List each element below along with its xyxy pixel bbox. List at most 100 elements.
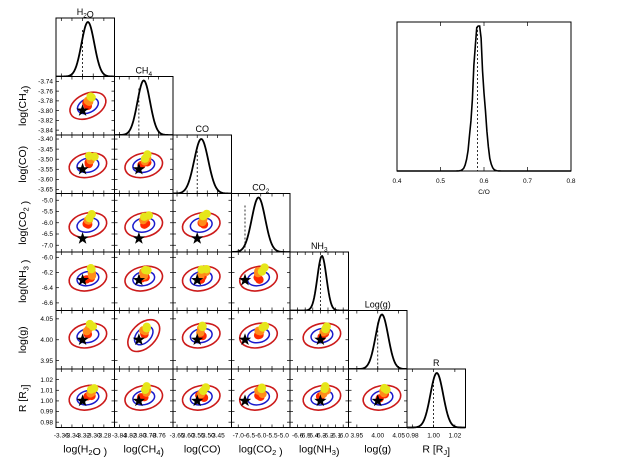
- x-axis-label: log(g): [364, 444, 391, 456]
- x-tick-label: -3.32: [75, 433, 90, 440]
- truth-star: [132, 162, 146, 175]
- y-axis-label: R [RJ]: [17, 384, 32, 412]
- panel-nh3-logg: [289, 310, 349, 370]
- sample-point: [90, 152, 99, 161]
- panel-r-r: R: [406, 358, 466, 429]
- y-axis-label: log(CH4): [17, 86, 32, 126]
- panel-title: NH3: [311, 241, 328, 254]
- posterior-curve: [172, 138, 232, 195]
- x-tick-label: -5.0: [278, 433, 290, 440]
- sample-point: [202, 264, 211, 274]
- panel-nh3-nh3: NH3: [289, 241, 349, 312]
- y-tick-label: -3.50: [38, 156, 53, 163]
- panel-co-r: [172, 368, 232, 428]
- contour-2sigma: [124, 152, 164, 179]
- contour-2sigma: [238, 322, 279, 349]
- truth-star: [76, 232, 89, 244]
- truth-star: [314, 333, 327, 346]
- sample-point: [141, 265, 150, 275]
- panel-ch4-r: [114, 368, 174, 428]
- contour-2sigma: [68, 265, 108, 292]
- truth-star: [238, 394, 252, 407]
- panel-co-logg: [172, 310, 232, 370]
- x-tick-label: 3.95: [351, 433, 364, 440]
- co-x-tick-label: 0.5: [436, 178, 445, 185]
- x-axis-label: R [RJ]: [422, 444, 450, 459]
- x-tick-label: -3.80: [131, 433, 146, 440]
- contour-2sigma: [302, 322, 342, 349]
- contour-2sigma: [124, 384, 164, 411]
- sample-point: [144, 211, 154, 220]
- y-tick-label: 0.99: [40, 409, 53, 416]
- truth-star: [132, 333, 146, 346]
- y-tick-label: -3.65: [38, 187, 53, 194]
- y-tick-label: -3.74: [38, 79, 53, 86]
- x-tick-label: 4.00: [371, 433, 384, 440]
- co-x-tick-label: 0.6: [479, 178, 488, 185]
- truth-star: [76, 162, 89, 175]
- panel-h2o-h2o: H2O: [55, 7, 115, 78]
- x-axis-label: log(CO): [184, 444, 221, 456]
- y-axis-label: log(CO2 ): [17, 201, 32, 245]
- x-tick-label: -3.78: [141, 433, 156, 440]
- x-tick-label: -3.28: [96, 433, 111, 440]
- x-tick-label: 1.02: [449, 433, 462, 440]
- sample-point: [322, 322, 331, 331]
- panel-title: Log(g): [365, 300, 391, 310]
- y-tick-label: 1.02: [40, 377, 53, 384]
- x-tick-label: -6.0: [338, 433, 350, 440]
- panel-title: CH4: [135, 66, 152, 79]
- y-tick-label: 1.01: [40, 387, 53, 394]
- contour-1sigma: [76, 389, 100, 406]
- y-tick-label: -3.40: [38, 136, 53, 143]
- y-axis-label: log(CO): [17, 146, 29, 183]
- panel-logg-r: [348, 368, 408, 428]
- panel-ch4-co: [114, 134, 174, 194]
- panel-h2o-co: [55, 134, 115, 194]
- x-tick-label: -6.5: [244, 433, 256, 440]
- y-tick-label: -5.0: [42, 197, 54, 204]
- x-tick-label: -3.50: [200, 433, 215, 440]
- x-tick-label: -6.3: [315, 433, 327, 440]
- posterior-curve: [407, 372, 466, 429]
- x-tick-label: -3.65: [170, 433, 185, 440]
- x-axis-label: log(CO2 ): [239, 444, 283, 459]
- truth-star: [132, 273, 146, 286]
- y-tick-label: -3.45: [38, 146, 53, 153]
- co-x-label: C/O: [478, 189, 490, 196]
- y-tick-label: -6.4: [42, 285, 54, 292]
- x-axis-label: log(NH3): [299, 444, 339, 459]
- x-tick-label: -6.1: [330, 433, 342, 440]
- panel-co2-nh3: [231, 251, 291, 311]
- sample-point: [85, 319, 95, 329]
- contour-2sigma: [362, 384, 402, 411]
- x-tick-label: -6.5: [300, 433, 312, 440]
- co-x-tick-label: 0.7: [523, 178, 532, 185]
- contour-2sigma: [68, 211, 108, 239]
- sample-point: [143, 150, 152, 159]
- contour-2sigma: [68, 322, 108, 349]
- sample-point: [86, 92, 95, 101]
- panel-co2-co2: CO2: [231, 183, 291, 253]
- y-tick-label: -6.6: [42, 300, 54, 307]
- sample-point: [86, 263, 96, 273]
- truth-star: [132, 394, 146, 407]
- truth-star: [314, 394, 327, 407]
- sample-point: [90, 384, 99, 393]
- y-tick-label: -6.0: [42, 220, 54, 227]
- x-tick-label: -3.84: [112, 433, 127, 440]
- panel-title: CO: [196, 124, 210, 134]
- truth-star: [238, 333, 252, 346]
- sample-point: [380, 383, 389, 393]
- sample-point: [321, 382, 330, 391]
- x-tick-label: -5.5: [266, 433, 278, 440]
- y-axis-label: log(NH3 ): [17, 260, 32, 303]
- contour-2sigma: [181, 322, 221, 349]
- y-tick-label: -3.80: [38, 108, 53, 115]
- panel-co-co2: [172, 193, 232, 253]
- contour-2sigma: [127, 318, 161, 353]
- panel-frame: [114, 76, 174, 136]
- x-tick-label: -3.30: [86, 433, 101, 440]
